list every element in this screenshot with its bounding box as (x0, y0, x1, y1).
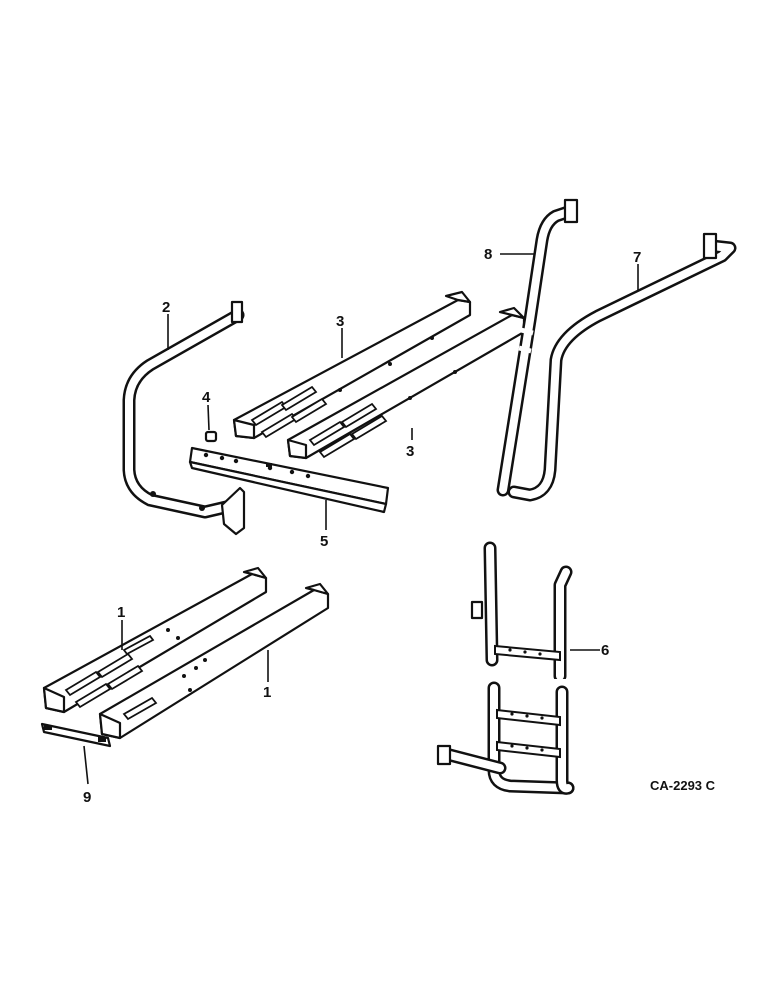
figure-code: CA-2293 C (650, 778, 716, 793)
callout-3-upper: 3 (336, 313, 344, 330)
callout-6: 6 (601, 642, 609, 659)
part-2-handrail (122, 300, 246, 536)
callout-1-left: 1 (117, 604, 125, 621)
part-9-strap (40, 722, 112, 748)
part-3-channel-upper (232, 290, 472, 440)
part-8-post (496, 198, 579, 497)
callout-4: 4 (202, 389, 211, 406)
part-1-channel-right (98, 582, 330, 740)
callout-2: 2 (162, 299, 170, 316)
callout-3-lower: 3 (406, 443, 414, 460)
part-5-angle-bar (188, 446, 390, 514)
callout-7: 7 (633, 249, 641, 266)
callout-9: 9 (83, 789, 91, 806)
leader-lines (83, 253, 639, 785)
part-1-channel-left (42, 566, 268, 714)
callout-8: 8 (484, 246, 492, 263)
callout-5: 5 (320, 533, 328, 550)
part-4-nut (204, 430, 218, 443)
callout-1-right: 1 (263, 684, 271, 701)
part-6-ladder (436, 541, 575, 795)
part-7-handrail (507, 232, 737, 502)
